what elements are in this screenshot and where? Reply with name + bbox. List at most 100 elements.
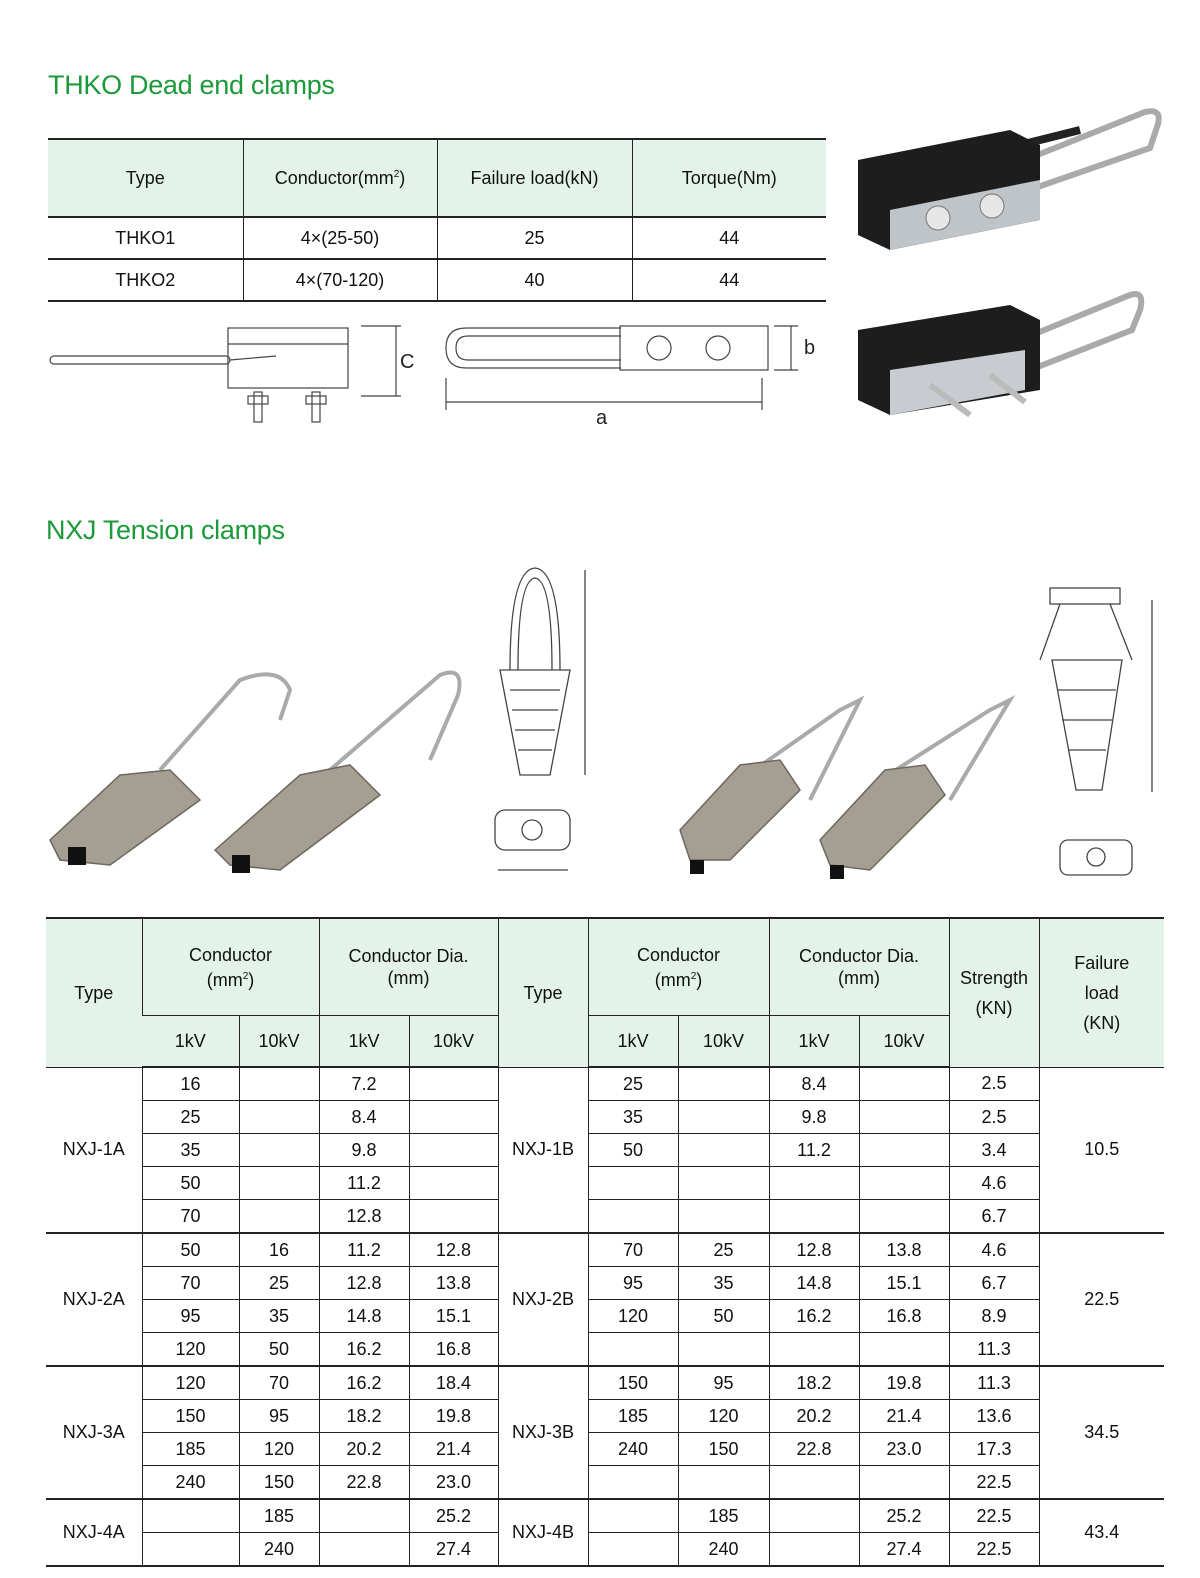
nxj-cell-a-dia-1kv <box>318 1532 409 1567</box>
nxj-cell-a-conductor-10kv <box>238 1067 319 1101</box>
nxj-cell-a-dia-10kv: 18.4 <box>408 1366 498 1400</box>
dimension-label-b: b <box>804 337 815 359</box>
thko-clamp-photo-bottom <box>858 291 1145 418</box>
table-row: 70 12.8 6.7 <box>46 1199 1164 1234</box>
nxj-cell-b-dia-1kv: 9.8 <box>768 1100 859 1134</box>
nxj-cell-a-conductor-10kv: 95 <box>238 1399 319 1433</box>
nxj-cell-b-dia-10kv: 16.8 <box>858 1299 949 1333</box>
table-row: THKO1 4×(25-50) 25 44 <box>48 217 826 260</box>
nxj-cell-b-conductor-10kv <box>677 1199 769 1234</box>
nxj-cell-b-conductor-1kv: 50 <box>587 1133 678 1167</box>
nxj-cell-strength: 17.3 <box>948 1432 1039 1466</box>
nxj-cell-b-dia-10kv: 25.2 <box>858 1499 949 1533</box>
nxj-cell-b-conductor-10kv: 150 <box>677 1432 769 1466</box>
nxj-header-dia-b: Conductor Dia.(mm) <box>768 917 949 1016</box>
nxj-cell-b-dia-1kv <box>768 1465 859 1500</box>
nxj-cell-a-conductor-10kv: 240 <box>238 1532 319 1567</box>
nxj-cell-type-b: NXJ-3B <box>497 1366 588 1500</box>
nxj-cell-b-conductor-10kv: 25 <box>677 1233 769 1267</box>
nxj-cell-a-conductor-1kv <box>141 1499 239 1533</box>
nxj-cell-a-dia-1kv: 18.2 <box>318 1399 409 1433</box>
thko-header-row: Type Conductor(mm2) Failure load(kN) Tor… <box>48 138 826 218</box>
thko-cell-torque: 44 <box>631 217 826 260</box>
nxj-cell-b-conductor-10kv: 95 <box>677 1366 769 1400</box>
nxj-cell-a-dia-10kv: 19.8 <box>408 1399 498 1433</box>
nxj-header-10kv: 10kV <box>858 1015 949 1068</box>
nxj-cell-b-dia-1kv <box>768 1532 859 1567</box>
nxj-cell-strength: 6.7 <box>948 1199 1039 1234</box>
nxj-cell-a-dia-10kv <box>408 1199 498 1234</box>
nxj-cell-a-dia-10kv: 12.8 <box>408 1233 498 1267</box>
thko-side-view-drawing <box>49 325 401 423</box>
nxj-cell-a-conductor-1kv: 50 <box>141 1166 239 1200</box>
nxj-cell-a-dia-1kv: 8.4 <box>318 1100 409 1134</box>
nxj-cell-b-conductor-10kv: 50 <box>677 1299 769 1333</box>
nxj-cell-failure-load: 43.4 <box>1038 1499 1164 1567</box>
thko-technical-drawing: C a b <box>49 325 815 429</box>
nxj-cell-a-dia-1kv: 12.8 <box>318 1199 409 1234</box>
nxj-cell-a-dia-10kv: 13.8 <box>408 1266 498 1300</box>
nxj-cell-b-conductor-1kv <box>587 1166 678 1200</box>
nxj-cell-a-dia-10kv <box>408 1166 498 1200</box>
nxj-cell-a-conductor-1kv: 16 <box>141 1067 239 1101</box>
thko-header-type: Type <box>48 138 243 218</box>
nxj-cell-type-a: NXJ-3A <box>46 1366 142 1500</box>
nxj-cell-b-dia-1kv: 12.8 <box>768 1233 859 1267</box>
nxj-cell-strength: 2.5 <box>948 1067 1039 1101</box>
nxj-cell-a-conductor-1kv: 95 <box>141 1299 239 1333</box>
nxj-a-clamp-photo <box>49 670 462 873</box>
nxj-cell-type-b: NXJ-1B <box>497 1067 588 1234</box>
nxj-b-clamp-photo <box>679 695 1016 879</box>
nxj-header-10kv: 10kV <box>408 1015 498 1068</box>
thko-header-failure-load: Failure load(kN) <box>436 138 632 218</box>
nxj-cell-a-conductor-1kv <box>141 1532 239 1567</box>
nxj-cell-b-dia-1kv <box>768 1332 859 1367</box>
nxj-cell-a-conductor-1kv: 70 <box>141 1199 239 1234</box>
nxj-cell-a-dia-1kv: 16.2 <box>318 1332 409 1367</box>
nxj-cell-b-conductor-10kv: 35 <box>677 1266 769 1300</box>
nxj-cell-b-dia-1kv: 14.8 <box>768 1266 859 1300</box>
nxj-cell-a-conductor-10kv: 16 <box>238 1233 319 1267</box>
nxj-header-conductor-a: Conductor(mm2) <box>141 917 319 1016</box>
nxj-cell-b-conductor-10kv: 240 <box>677 1532 769 1567</box>
nxj-cell-failure-load: 10.5 <box>1038 1067 1164 1234</box>
nxj-cell-failure-load: 34.5 <box>1038 1366 1164 1500</box>
nxj-spec-table: Type Conductor(mm2) Conductor Dia.(mm) T… <box>46 917 1164 1567</box>
thko-cell-conductor: 4×(70-120) <box>242 259 437 302</box>
nxj-cell-a-conductor-1kv: 150 <box>141 1399 239 1433</box>
nxj-cell-b-dia-10kv: 23.0 <box>858 1432 949 1466</box>
nxj-cell-a-conductor-1kv: 25 <box>141 1100 239 1134</box>
nxj-cell-strength: 6.7 <box>948 1266 1039 1300</box>
nxj-cell-a-dia-1kv: 20.2 <box>318 1432 409 1466</box>
nxj-cell-b-conductor-1kv: 240 <box>587 1432 678 1466</box>
nxj-cell-b-dia-10kv <box>858 1199 949 1234</box>
nxj-header-dia-a: Conductor Dia.(mm) <box>318 917 498 1016</box>
nxj-cell-b-conductor-10kv <box>677 1100 769 1134</box>
nxj-cell-b-dia-1kv: 16.2 <box>768 1299 859 1333</box>
nxj-cell-a-dia-1kv: 9.8 <box>318 1133 409 1167</box>
nxj-cell-b-conductor-1kv: 95 <box>587 1266 678 1300</box>
nxj-cell-b-conductor-10kv <box>677 1332 769 1367</box>
nxj-b-clamp-drawing <box>1039 587 1153 876</box>
nxj-cell-strength: 3.4 <box>948 1133 1039 1167</box>
nxj-cell-a-conductor-10kv: 150 <box>238 1465 319 1500</box>
nxj-cell-b-conductor-1kv: 35 <box>587 1100 678 1134</box>
nxj-header-1kv: 1kV <box>142 1015 239 1068</box>
nxj-a-clamp-drawing <box>494 567 586 871</box>
table-row: THKO2 4×(70-120) 40 44 <box>48 259 826 302</box>
nxj-cell-a-conductor-10kv <box>238 1133 319 1167</box>
nxj-header-type-b: Type <box>497 917 588 1068</box>
nxj-header-1kv: 1kV <box>587 1015 678 1068</box>
nxj-cell-a-conductor-1kv: 70 <box>141 1266 239 1300</box>
thko-cell-type: THKO1 <box>48 217 243 260</box>
